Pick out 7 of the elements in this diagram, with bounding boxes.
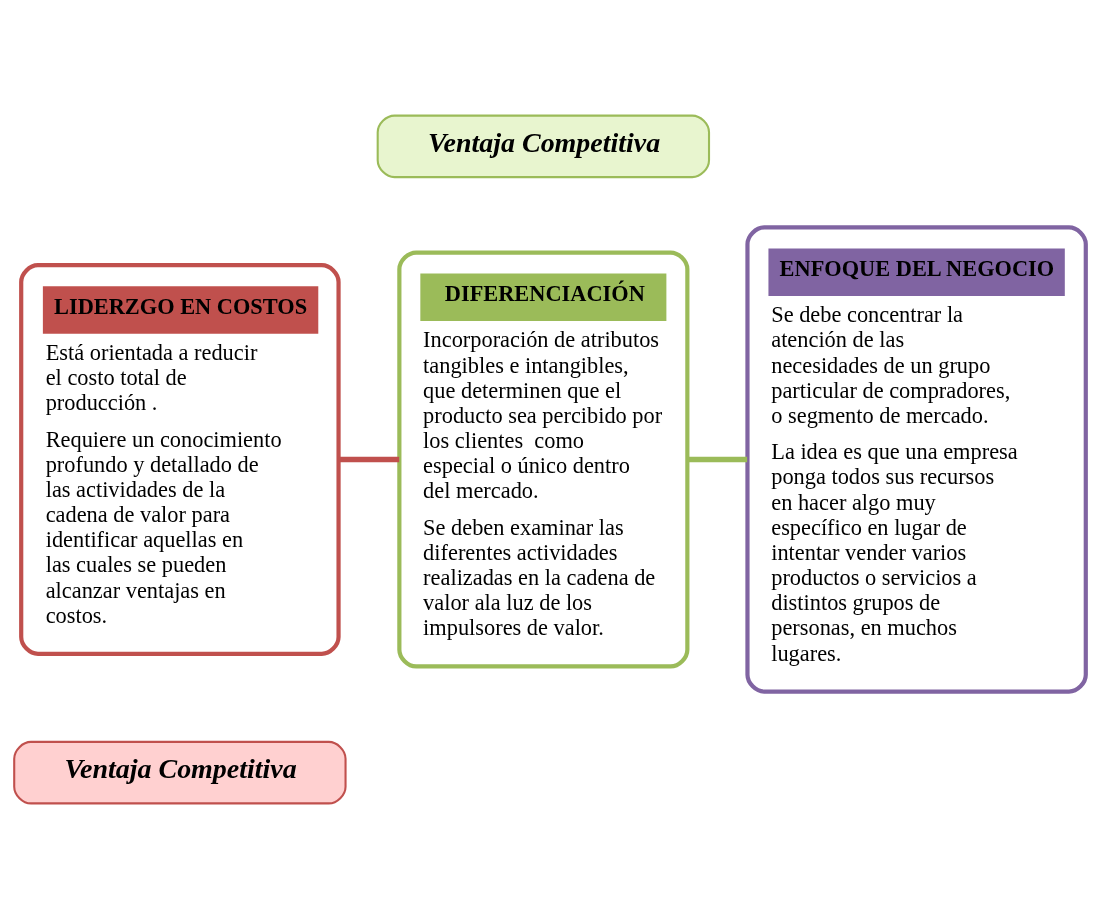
node-box: ENFOQUE DEL NEGOCIO Se debe concentrar la atención de las necesidades de un grupo particular de compradores, o segmento de mercado. La idea es que una empresa ponga todos sus recursos en hacer algo muy específico en lugar de intentar vender varios productos o servicios a distintos grupos de personas, en muchos lugares.	[745, 225, 1088, 694]
node-box: LIDERZGO EN COSTOS Está orientada a reducir el costo total de producción . Requiere un conocimiento profundo y detallado de las actividades de la cadena de valor para identificar aquellas en las cuales se pueden alcanzar ventajas en costos.	[19, 263, 341, 656]
node-box: DIFERENCIACIÓN Incorporación de atributos tangibles e intangibles, que determinen que el producto sea percibido por los clientes como especial o único dentro del mercado. Se deben examinar las diferentes actividades realizadas en la cadena de valor ala luz de los impulsores de valor.	[397, 250, 690, 669]
node-box: Ventaja Competitiva	[376, 114, 711, 179]
connector	[338, 456, 400, 463]
node-box: Ventaja Competitiva	[13, 740, 347, 805]
connector	[687, 456, 748, 463]
